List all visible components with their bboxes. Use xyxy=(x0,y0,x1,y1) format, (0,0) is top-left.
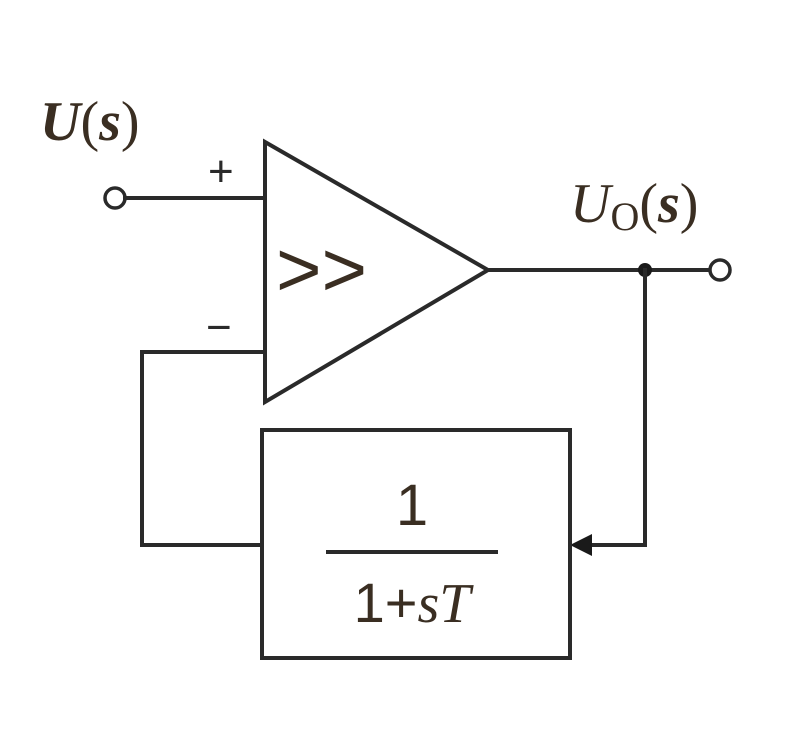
input-terminal xyxy=(103,186,127,210)
feedback-arrowhead xyxy=(570,534,592,556)
opamp-triangle xyxy=(263,138,492,406)
output-terminal xyxy=(708,258,732,282)
output-arg: s xyxy=(657,173,680,235)
output-label: UO(s) xyxy=(570,173,698,239)
input-var: U xyxy=(40,91,83,153)
tf-denominator-const: 1+ xyxy=(354,571,418,634)
feedback-wire-left xyxy=(140,350,267,547)
output-subscript: O xyxy=(610,194,639,239)
feedback-wire-right xyxy=(586,268,647,547)
output-close-paren: ) xyxy=(680,173,699,235)
feedback-block xyxy=(260,428,572,660)
opamp-minus-sign: − xyxy=(206,303,232,352)
input-close-paren: ) xyxy=(121,91,140,153)
tf-denominator-var: sT xyxy=(417,573,474,635)
input-label: U(s) xyxy=(40,91,140,153)
output-open-paren: ( xyxy=(639,173,658,235)
opamp-gain-symbol: >> xyxy=(276,225,367,313)
tf-denominator: 1+sT xyxy=(354,571,475,635)
input-open-paren: ( xyxy=(80,91,99,153)
tf-numerator: 1 xyxy=(396,473,428,538)
input-arg: s xyxy=(98,91,121,153)
output-var: U xyxy=(570,173,614,235)
opamp-plus-sign: + xyxy=(208,147,234,196)
